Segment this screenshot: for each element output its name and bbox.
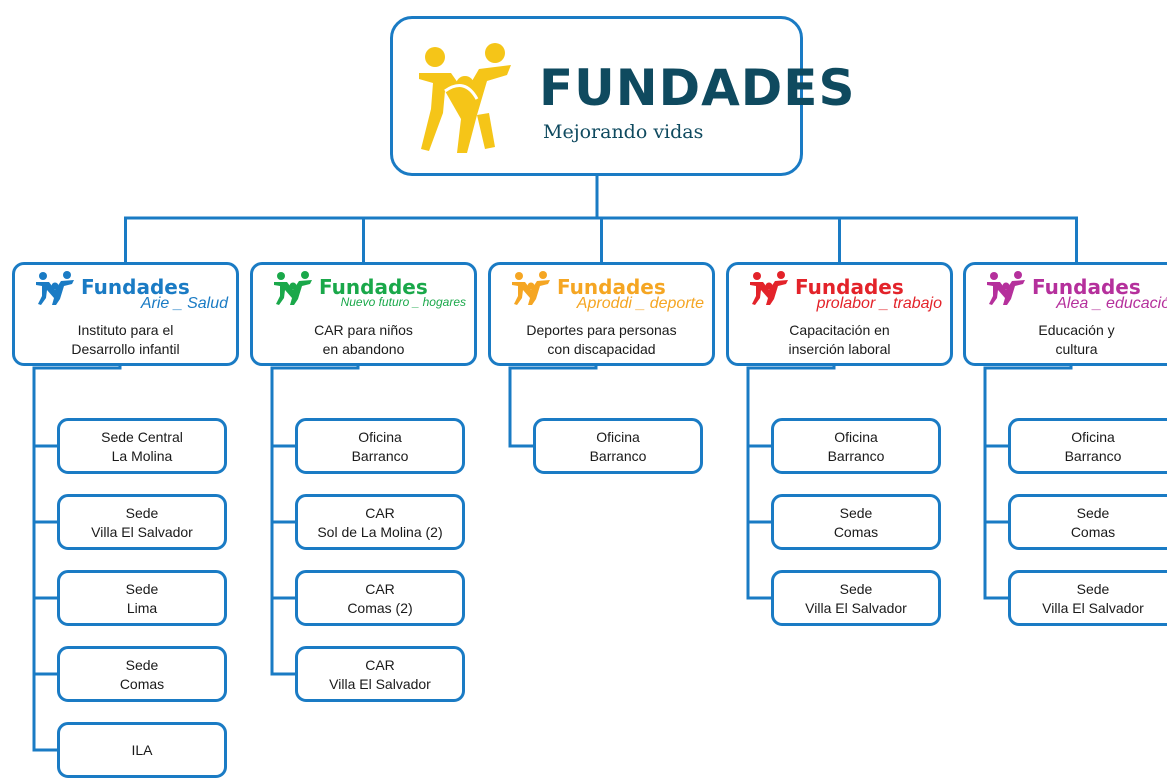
location-label: Oficina bbox=[834, 429, 878, 445]
fundades-people-icon bbox=[274, 271, 312, 305]
org-description: Instituto para el Desarrollo infantil bbox=[15, 321, 236, 359]
location-label: Villa El Salvador bbox=[1042, 600, 1144, 616]
location-label: Sede bbox=[1076, 505, 1110, 521]
location-label: Oficina bbox=[596, 429, 640, 445]
org-name: Fundades bbox=[319, 275, 428, 299]
location-label: Sede bbox=[1076, 581, 1110, 597]
org-description-line: inserción laboral bbox=[788, 341, 891, 357]
org-description-line: cultura bbox=[1055, 341, 1098, 357]
org-description-line: CAR para niños bbox=[314, 322, 413, 338]
location-label: Villa El Salvador bbox=[91, 524, 193, 540]
org-tagline: Arie _ Salud bbox=[140, 295, 228, 312]
org-tagline: Aproddi _ deporte bbox=[576, 295, 704, 312]
org-name: Fundades bbox=[81, 275, 190, 299]
location-label: Barranco bbox=[827, 448, 885, 464]
org-tagline: Nuevo futuro _ hogares bbox=[340, 295, 466, 309]
location-label: ILA bbox=[131, 742, 153, 758]
org-tagline: prolabor _ trabajo bbox=[816, 295, 942, 312]
root-subtitle: Mejorando vidas bbox=[543, 121, 704, 143]
org-name: Fundades bbox=[557, 275, 666, 299]
fundades-people-icon bbox=[512, 271, 550, 305]
location-label: Sede Central bbox=[101, 429, 183, 445]
fundades-logo-icon bbox=[419, 43, 511, 153]
org-description: Educación y cultura bbox=[966, 321, 1167, 359]
org-description-line: con discapacidad bbox=[547, 341, 656, 357]
org-description-line: Desarrollo infantil bbox=[71, 341, 180, 357]
location-node: ILA bbox=[57, 722, 227, 778]
location-label: Comas bbox=[833, 524, 879, 540]
location-label: Oficina bbox=[1071, 429, 1115, 445]
location-node: CAR Sol de La Molina (2) bbox=[295, 494, 465, 550]
fundades-people-icon bbox=[987, 271, 1025, 305]
location-label: Comas (2) bbox=[347, 600, 413, 616]
location-node: CAR Villa El Salvador bbox=[295, 646, 465, 702]
location-label: Barranco bbox=[351, 448, 409, 464]
location-label: CAR bbox=[365, 657, 395, 673]
location-label: Villa El Salvador bbox=[329, 676, 431, 692]
location-label: Oficina bbox=[358, 429, 402, 445]
org-description: CAR para niños en abandono bbox=[253, 321, 474, 359]
org-description: Deportes para personas con discapacidad bbox=[491, 321, 712, 359]
location-label: Comas bbox=[1070, 524, 1116, 540]
root-title: FUNDADES bbox=[539, 59, 856, 117]
location-label: Sede bbox=[125, 657, 159, 673]
location-label: Sede bbox=[125, 505, 159, 521]
org-description: Capacitación en inserción laboral bbox=[729, 321, 950, 359]
location-label: Comas bbox=[119, 676, 165, 692]
org-tagline: Alea _ educación bbox=[1056, 295, 1167, 312]
org-description-line: en abandono bbox=[322, 341, 405, 357]
location-label: Sol de La Molina (2) bbox=[317, 524, 443, 540]
location-label: Barranco bbox=[1064, 448, 1122, 464]
org-description-line: Deportes para personas bbox=[526, 322, 677, 338]
org-name: Fundades bbox=[1032, 275, 1141, 299]
location-label: CAR bbox=[365, 505, 395, 521]
org-description-line: Instituto para el bbox=[77, 322, 174, 338]
org-description-line: Educación y bbox=[1038, 322, 1115, 338]
location-label: Sede bbox=[125, 581, 159, 597]
fundades-people-icon bbox=[36, 271, 74, 305]
location-label: Lima bbox=[126, 600, 158, 616]
org-description-line: Capacitación en bbox=[789, 322, 890, 338]
location-node: Sede Central La Molina bbox=[57, 418, 227, 474]
location-label: Villa El Salvador bbox=[805, 600, 907, 616]
root-node: FUNDADES Mejorando vidas bbox=[390, 16, 854, 176]
location-label: La Molina bbox=[111, 448, 173, 464]
location-label: Sede bbox=[839, 581, 873, 597]
fundades-people-icon bbox=[750, 271, 788, 305]
location-label: CAR bbox=[365, 581, 395, 597]
location-label: Barranco bbox=[589, 448, 647, 464]
org-name: Fundades bbox=[795, 275, 904, 299]
location-label: Sede bbox=[839, 505, 873, 521]
location-node: CAR Comas (2) bbox=[295, 570, 465, 626]
